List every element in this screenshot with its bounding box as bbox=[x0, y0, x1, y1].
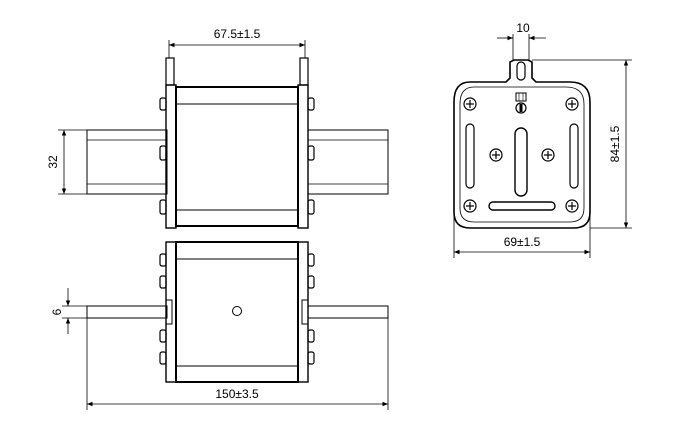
dim-overall-length: 150±3.5 bbox=[215, 387, 259, 401]
corner-screw-icon bbox=[463, 97, 579, 213]
end-view: 10 84±1.5 69±1.5 bbox=[453, 21, 632, 258]
front-end-plate-right bbox=[297, 84, 309, 229]
front-view: 67.5±1.5 32 bbox=[46, 27, 389, 229]
keyhole-icon bbox=[515, 92, 527, 114]
dim-blade-thickness: 6 bbox=[50, 308, 64, 315]
dim-terminal-width: 10 bbox=[516, 21, 530, 35]
dim-body-width: 67.5±1.5 bbox=[214, 27, 261, 41]
dim-plate-height: 84±1.5 bbox=[608, 125, 622, 162]
end-plate-outline bbox=[453, 59, 591, 229]
side-fuse-body bbox=[175, 241, 299, 383]
side-blade-left bbox=[86, 305, 168, 319]
front-rail-left bbox=[86, 129, 168, 195]
indicator-hole bbox=[232, 306, 242, 316]
dim-rail-height: 32 bbox=[46, 155, 60, 169]
front-fuse-body bbox=[175, 86, 299, 227]
dim-plate-width: 69±1.5 bbox=[504, 235, 541, 249]
side-view: 6 150±3.5 bbox=[50, 241, 389, 410]
side-blade-right bbox=[307, 305, 389, 319]
